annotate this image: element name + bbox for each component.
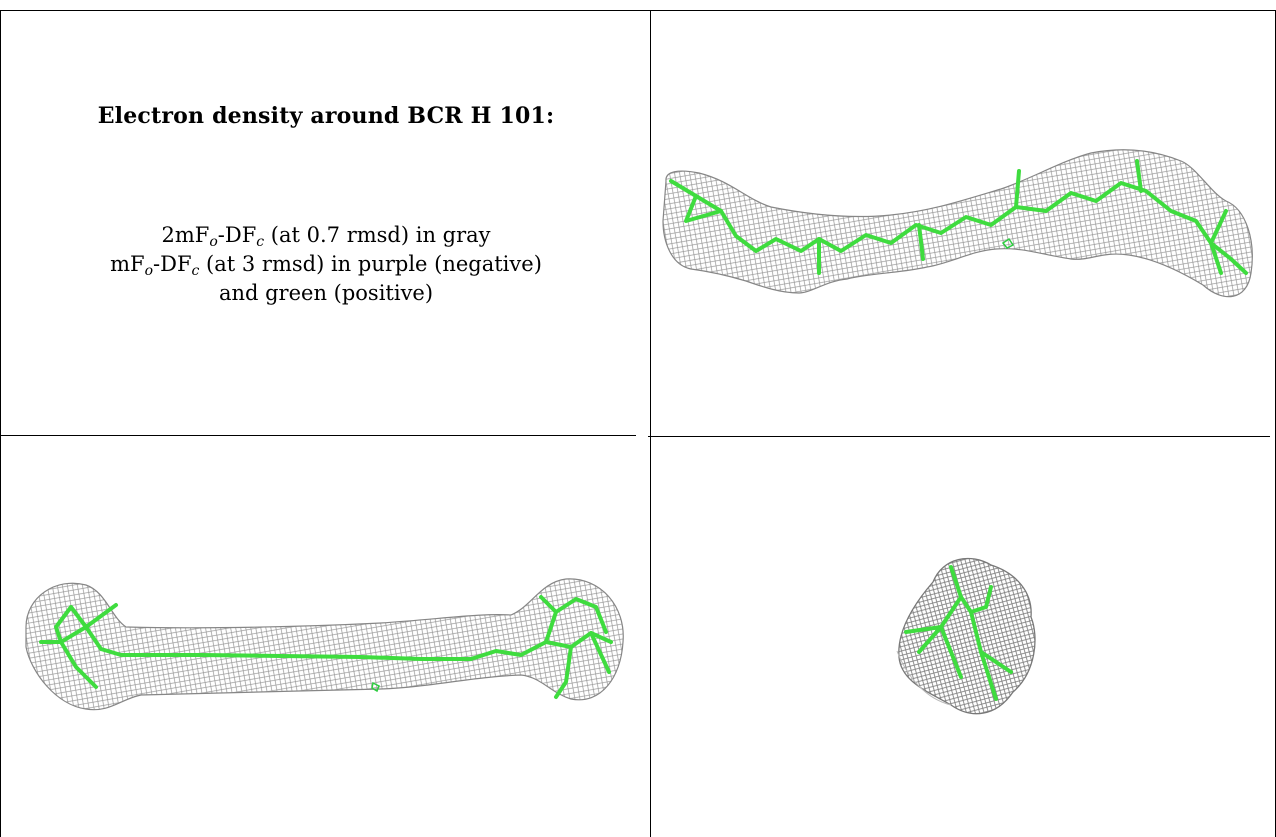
density-view-top-right <box>662 149 1253 298</box>
description-cell: Electron density around BCR H 101: 2mFo-… <box>1 11 650 435</box>
figure-title: Electron density around BCR H 101: <box>97 103 555 129</box>
table-divider-horizontal-right <box>648 436 1270 437</box>
molecule-model <box>39 595 613 699</box>
legend-line-colors: and green (positive) <box>218 281 434 305</box>
table-border-top <box>0 10 1276 11</box>
table-border-left <box>0 10 1 837</box>
legend-line-2mfo-dfc: 2mFo-DFc (at 0.7 rmsd) in gray <box>161 223 491 250</box>
density-view-bottom-right <box>896 557 1036 715</box>
density-mesh-icon <box>25 578 624 711</box>
molecule-model <box>669 159 1248 275</box>
table-divider-horizontal-left <box>0 435 636 436</box>
density-mesh-icon <box>896 557 1036 715</box>
legend-line-mfo-dfc: mFo-DFc (at 3 rmsd) in purple (negative) <box>110 252 542 279</box>
map-legend: 2mFo-DFc (at 0.7 rmsd) in gray mFo-DFc (… <box>11 221 641 308</box>
positive-difference-blob <box>371 681 380 693</box>
density-view-bottom-left <box>25 578 624 711</box>
molecule-model <box>904 565 1013 701</box>
positive-difference-blob <box>1001 237 1015 249</box>
table-divider-vertical <box>650 10 651 837</box>
